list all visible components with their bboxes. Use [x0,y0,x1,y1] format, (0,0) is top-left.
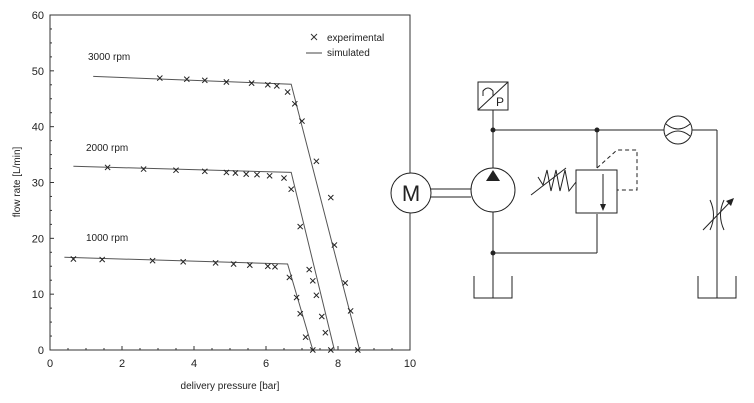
experimental-point-3000-rpm [201,77,208,84]
experimental-point-3000-rpm [313,158,320,165]
pressure-sensor-label: P [496,95,504,109]
y-axis-label: flow rate [L/min] [12,146,23,217]
experimental-point-2000-rpm [140,166,147,173]
experimental-point-2000-rpm [288,186,295,193]
experimental-point-3000-rpm [284,89,291,96]
experimental-point-1000-rpm [272,263,278,270]
electric-motor: M [390,172,432,214]
experimental-point-3000-rpm [354,347,361,353]
experimental-point-3000-rpm [327,194,334,201]
series-annotation-3000-rpm: 3000 rpm [88,52,130,63]
experimental-point-2000-rpm [318,313,325,320]
x-tick-label: 2 [119,358,125,370]
experimental-point-2000-rpm [266,172,273,179]
experimental-point-3000-rpm [347,307,354,314]
pressure-sensor: P [477,81,509,111]
experimental-point-3000-rpm [331,242,338,248]
y-tick-label: 10 [32,289,44,301]
experimental-point-3000-rpm [342,280,349,286]
experimental-point-3000-rpm [183,76,190,83]
experimental-point-1000-rpm [309,347,316,353]
simulated-line-2000-rpm [73,165,335,351]
experimental-point-2000-rpm [223,169,230,176]
experimental-point-3000-rpm [299,118,305,125]
motor-label: M [402,181,420,206]
x-tick-label: 6 [263,358,269,370]
experimental-point-1000-rpm [212,259,219,266]
x-tick-label: 0 [47,358,53,370]
junction-dot [490,250,496,256]
y-tick-label: 0 [38,345,44,357]
experimental-point-3000-rpm [264,81,271,88]
experimental-point-2000-rpm [327,347,334,353]
x-tick-labels: 0 2 4 6 8 10 [47,358,416,370]
experimental-point-2000-rpm [201,168,208,175]
experimental-point-1000-rpm [149,257,156,264]
experimental-point-1000-rpm [230,261,237,267]
experimental-point-2000-rpm [309,277,316,284]
experimental-point-2000-rpm [232,170,239,176]
experimental-point-3000-rpm [223,79,230,85]
y-tick-labels: 0 10 20 30 40 50 60 [32,10,44,357]
hydraulic-circuit-diagram: P M [390,81,737,299]
experimental-point-3000-rpm [248,80,255,87]
experimental-point-2000-rpm [173,167,179,174]
y-tick-label: 60 [32,10,44,22]
experimental-point-2000-rpm [243,171,250,178]
markers-group [70,75,361,353]
simulated-line-1000-rpm [64,256,314,351]
experimental-point-2000-rpm [313,292,320,299]
flow-rate-chart: 0 2 4 6 8 10 0 10 20 30 40 50 60 delivery pressure … [12,10,416,392]
y-tick-label: 50 [32,66,44,78]
legend-label-simulated: simulated [327,48,370,59]
hydraulic-pump [470,167,516,213]
experimental-point-2000-rpm [306,266,313,273]
junction-dot [594,127,600,133]
pressure-relief-valve [530,149,638,214]
experimental-point-1000-rpm [293,294,300,301]
experimental-point-1000-rpm [302,334,309,341]
experimental-point-1000-rpm [99,256,106,263]
throttle-valve [702,198,734,231]
junction-dot [490,127,496,133]
x-axis-label: delivery pressure [bar] [181,381,280,392]
series-group [64,75,361,351]
x-tick-label: 10 [404,358,416,370]
legend: experimental simulated [306,33,384,59]
tank-right [697,276,737,299]
experimental-point-1000-rpm [246,262,253,269]
experimental-point-2000-rpm [297,223,304,230]
experimental-point-1000-rpm [297,310,304,317]
simulated-line-3000-rpm [93,75,361,351]
pilot-line [596,149,638,191]
experimental-point-3000-rpm [273,82,280,89]
experimental-point-1000-rpm [286,274,293,281]
x-tick-label: 8 [335,358,341,370]
experimental-point-2000-rpm [254,171,260,178]
experimental-point-1000-rpm [180,258,187,265]
y-tick-label: 20 [32,233,44,245]
experimental-point-2000-rpm [281,175,287,181]
series-annotation-2000-rpm: 2000 rpm [86,143,128,154]
experimental-point-3000-rpm [156,75,163,82]
spring-adjust-arrow [530,167,567,196]
experimental-point-2000-rpm [322,329,329,336]
relief-spring [537,169,577,193]
legend-marker-experimental [310,33,318,41]
experimental-point-1000-rpm [264,263,271,270]
series-annotation-1000-rpm: 1000 rpm [86,233,128,244]
experimental-point-2000-rpm [104,164,111,171]
experimental-point-1000-rpm [70,256,77,262]
tank-left [473,276,513,299]
y-tick-label: 30 [32,178,44,190]
legend-label-experimental: experimental [327,33,384,44]
x-tick-label: 4 [191,358,197,370]
y-tick-label: 40 [32,122,44,134]
flow-meter [663,115,693,145]
plot-frame [49,14,411,351]
axis-ticks [49,14,411,351]
experimental-point-3000-rpm [291,100,298,107]
